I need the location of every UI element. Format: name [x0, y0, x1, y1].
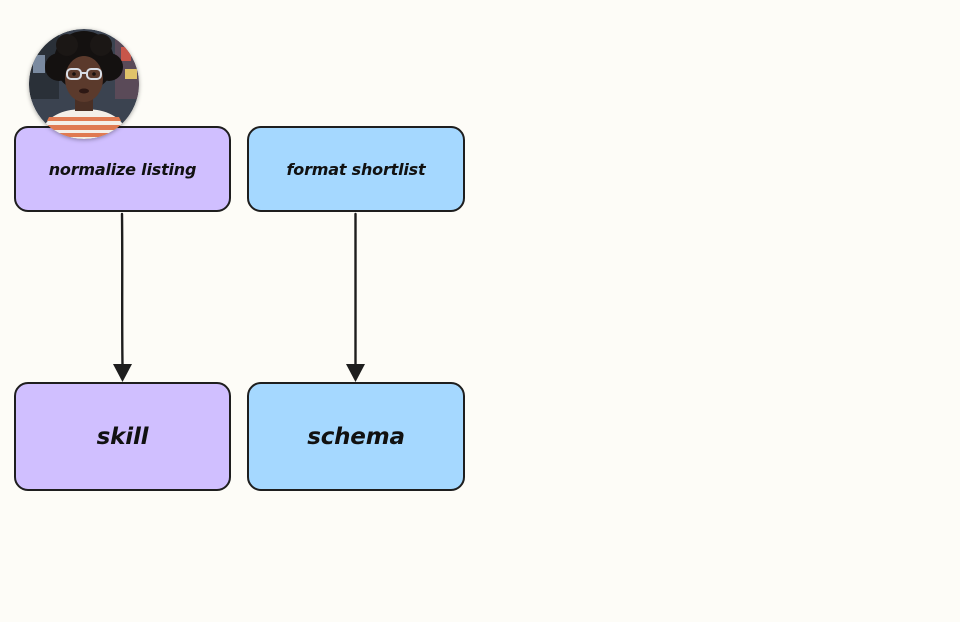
edge-format-to-schema [346, 212, 365, 382]
node-label: format shortlist [286, 159, 426, 179]
node-label: skill [96, 423, 149, 450]
node-normalize-listing[interactable]: normalize listing [14, 126, 231, 212]
edge-normalize-to-skill [113, 212, 132, 382]
webcam-avatar-icon [29, 29, 139, 139]
node-label: schema [307, 423, 405, 450]
node-format-shortlist[interactable]: format shortlist [247, 126, 465, 212]
node-skill[interactable]: skill [14, 382, 231, 491]
node-label: normalize listing [48, 159, 197, 179]
node-schema[interactable]: schema [247, 382, 465, 491]
presenter-avatar [29, 29, 139, 139]
